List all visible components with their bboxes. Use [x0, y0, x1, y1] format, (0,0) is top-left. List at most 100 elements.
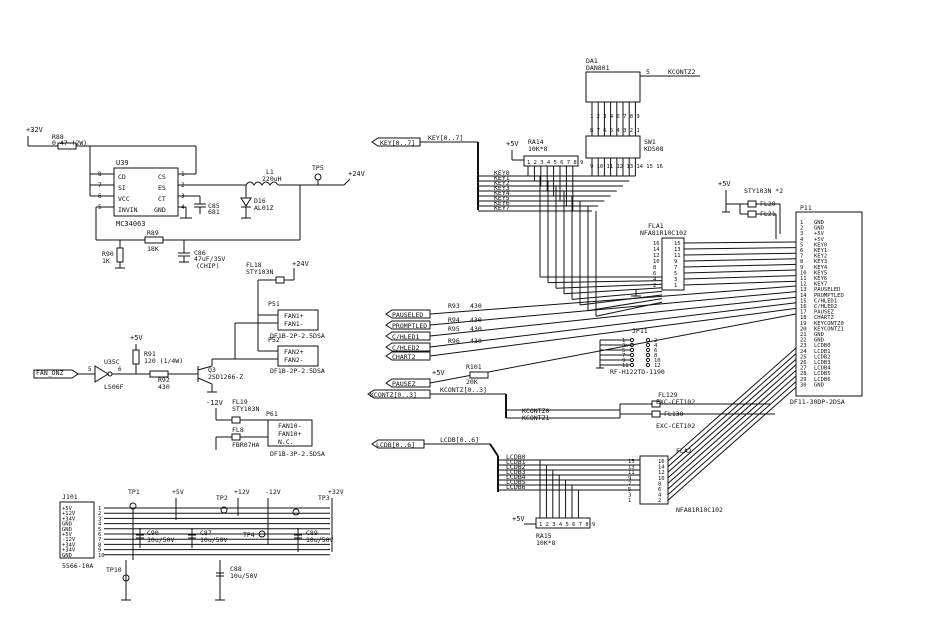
lcdb-net-label: LCDB3	[506, 468, 526, 476]
kcontz0-net: KCONTZ0	[522, 407, 549, 415]
fla1-pin-left: 8	[653, 265, 656, 271]
jp11-pin-left: 5	[622, 348, 625, 354]
fla1-pin-right: 3	[674, 277, 677, 283]
r88-label: R88	[52, 133, 64, 141]
tp2-label: TP2	[216, 494, 228, 502]
c89-label: C89	[306, 529, 318, 537]
v12-rail-label: +12V	[234, 488, 250, 496]
p11-pin-signal: KEY3	[814, 259, 827, 265]
r92-label: R92	[158, 376, 170, 384]
c90-label: C90	[147, 529, 159, 537]
kcontz1-net: KCONTZ1	[522, 414, 549, 422]
r93-label: R93	[448, 302, 460, 310]
led-signal-port: C/HLED2	[392, 344, 419, 352]
r94-label: R94	[448, 316, 460, 324]
fl129-label: FL129	[658, 391, 678, 399]
fla2-pin-right: 4	[658, 493, 662, 499]
p11-part: DF11-30DP-2DSA	[790, 398, 845, 406]
vcc-24v-fan-label: +24V	[292, 260, 310, 268]
fla1-pin-right: 11	[674, 253, 681, 259]
tp5-testpoint	[314, 173, 322, 181]
fla1-pin-left: 12	[653, 253, 660, 259]
p11-pin-number: 1	[800, 220, 803, 226]
lcdb-net-label: LCDB0	[506, 453, 526, 461]
kcontz-bus-label: KCONTZ[0..3]	[440, 386, 487, 394]
r90-resistor	[116, 247, 124, 263]
led-signal-port: PAUSELED	[392, 311, 423, 319]
r91-value: 120 (1/4W)	[144, 357, 183, 365]
j101-pin-number: 7	[98, 537, 101, 543]
lcdb-net-label: LCDB5	[506, 478, 526, 486]
c88-label: C88	[230, 565, 242, 573]
kcontz2-net: KCONTZ2	[668, 68, 695, 76]
p11-pin-signal: KEYCONTZ0	[814, 321, 844, 327]
p11-label: P11	[800, 204, 812, 212]
key-bus-label: KEY[0..7]	[428, 134, 463, 142]
p52-part: DF1B-2P-2.5DSA	[270, 367, 325, 375]
p11-pin-signal: KEY6	[814, 276, 827, 282]
fla2-part: NFA81R10C102	[676, 506, 723, 514]
fla1-pin-right: 15	[674, 241, 681, 247]
jp11-pin-left: 9	[622, 358, 625, 364]
r90-value: 1K	[102, 257, 110, 265]
jp11-part: RF-H122TD-1190	[610, 368, 665, 376]
v5-rail-label: +5V	[172, 488, 184, 496]
fan-onz-port: FAN_ONZ	[36, 369, 63, 377]
fla1-pin-left: 4	[653, 277, 657, 283]
p11-pin-number: 27	[800, 366, 807, 372]
p11-pin-signal: LCDB3	[814, 360, 831, 366]
j101-pin-label: -12V	[62, 537, 76, 543]
u39-label: U39	[116, 159, 129, 167]
tp4-testpoint	[258, 530, 266, 538]
lcdb-port: LCDB[0..6]	[376, 441, 415, 449]
r101-label: R101	[466, 363, 482, 371]
sw1-part: KDS08	[644, 145, 664, 153]
r95-label: R95	[448, 325, 460, 333]
p61-label: P61	[266, 410, 278, 418]
lcdb-net-label: LCDB4	[506, 473, 526, 481]
tp4-label: TP4	[243, 531, 255, 539]
j101-pin-number: 3	[98, 516, 101, 522]
p11-pin-signal: LCDB0	[814, 343, 831, 349]
p11-pin-signal: GND	[814, 338, 824, 344]
vcc-5v-p11-label: +5V	[718, 180, 731, 188]
ra14-pins: 1 2 3 4 5 6 7 8 9	[527, 160, 583, 166]
c86-label: C86	[194, 249, 206, 257]
key-net-label: KEY0	[494, 169, 510, 177]
fl18-filter	[275, 276, 285, 284]
u35c-out-pin: 6	[118, 366, 122, 373]
d16-label: D16	[254, 197, 266, 205]
fla2-pin-right: 16	[658, 459, 665, 465]
p52-pin-fan2p: FAN2+	[284, 348, 304, 356]
j101-pin-label: +12V	[62, 511, 76, 517]
p11-pin-signal: C/HLED1	[814, 298, 837, 304]
c86-value: 47uF/35V	[194, 255, 225, 263]
tp3-label: TP3	[318, 494, 330, 502]
led-signal-port: C/HLED1	[392, 333, 419, 341]
j101-pin-number: 4	[98, 522, 102, 528]
u39-pin-es: ES	[158, 184, 166, 192]
p11-pin-signal: KEY5	[814, 270, 827, 276]
fla1-pin-left: 2	[653, 283, 656, 289]
led-signal-port: PAUSEZ	[392, 380, 416, 388]
fla2-pin-left: 7	[628, 481, 631, 487]
d16-diode	[240, 197, 252, 208]
j101-pin-number: 2	[98, 511, 101, 517]
tp1-label: TP1	[128, 488, 140, 496]
p61-connector	[267, 419, 313, 447]
fla2-pin-left: 5	[628, 487, 631, 493]
v32-rail-label: +32V	[328, 488, 344, 496]
p11-pin-number: 18	[800, 315, 807, 321]
p11-pin-number: 26	[800, 360, 807, 366]
fla1-pin-left: 14	[653, 247, 660, 253]
p11-pin-number: 21	[800, 332, 807, 338]
lcd-bus-section: LCDB[0..6] LCDB[0..6] LCDB0LCDB1LCDB2LCD…	[371, 347, 797, 547]
fla1-pin-right: 5	[674, 271, 677, 277]
lcdb-bus-label: LCDB[0..6]	[440, 436, 479, 444]
ra15-resistor-array	[535, 517, 591, 529]
j101-pin-number: 8	[98, 542, 101, 548]
fla1-pin-right: 7	[674, 265, 677, 271]
fla2-pin-left: 9	[628, 476, 631, 482]
fla2-pin-right: 14	[658, 465, 665, 471]
p11-pin-number: 8	[800, 259, 803, 265]
